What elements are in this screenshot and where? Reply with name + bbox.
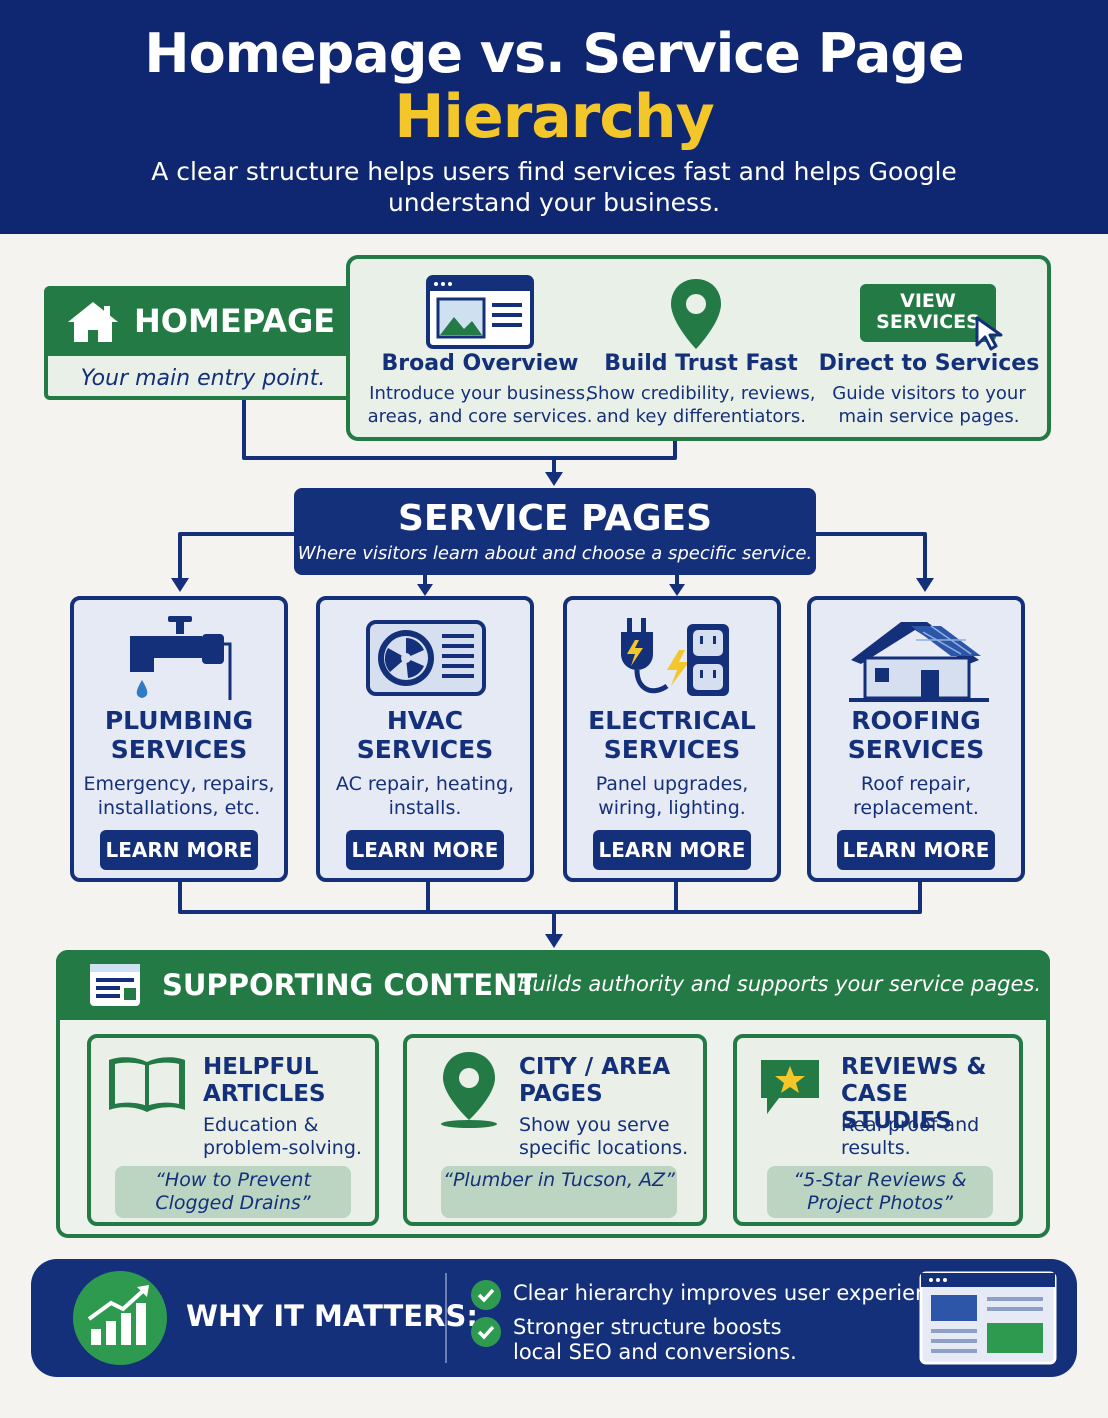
document-icon: [90, 964, 140, 1006]
page-title-highlight: Hierarchy: [394, 82, 715, 152]
feature-build-trust: Build Trust Fast Show credibility, revie…: [586, 351, 816, 428]
learn-more-button[interactable]: LEARN MORE: [837, 830, 995, 870]
feature-direct-to-services: Direct to Services Guide visitors to you…: [814, 351, 1044, 428]
plug-outlet-icon: [621, 618, 729, 696]
supporting-content-panel: SUPPORTING CONTENT Builds authority and …: [56, 950, 1050, 1238]
feature-desc: Introduce your business, areas, and core…: [367, 383, 593, 427]
service-card-desc: Roof repair, replacement.: [853, 773, 979, 819]
supporting-content-header: SUPPORTING CONTENT Builds authority and …: [56, 950, 1050, 1020]
divider: [445, 1273, 447, 1363]
supporting-content-title: SUPPORTING CONTENT: [162, 968, 538, 1002]
support-card-title: REVIEWS & CASE STUDIES: [841, 1054, 987, 1134]
why-point: Stronger structure boosts local SEO and …: [513, 1315, 797, 1364]
homepage-features-panel: VIEW SERVICES Broad Overview Introduce y…: [346, 255, 1051, 441]
why-it-matters-banner: WHY IT MATTERS: Clear hierarchy improves…: [31, 1259, 1077, 1377]
service-card-desc: AC repair, heating, installs.: [335, 773, 515, 819]
learn-more-button[interactable]: LEARN MORE: [100, 830, 258, 870]
learn-more-button[interactable]: LEARN MORE: [593, 830, 751, 870]
check-icon: [471, 1317, 501, 1347]
book-icon: [109, 1057, 185, 1112]
homepage-header: HOMEPAGE: [44, 286, 366, 356]
home-icon: [68, 302, 118, 342]
growth-chart-icon: [73, 1271, 167, 1365]
cursor-icon: [975, 316, 1003, 351]
support-card-example: “Plumber in Tucson, AZ”: [441, 1166, 677, 1218]
support-card-desc: Education & problem-solving.: [203, 1114, 362, 1159]
learn-more-button[interactable]: LEARN MORE: [346, 830, 504, 870]
feature-heading: Build Trust Fast: [604, 351, 798, 376]
header-banner: Homepage vs. Service Page Hierarchy A cl…: [0, 0, 1108, 234]
homepage-tagline: Your main entry point.: [80, 366, 326, 391]
why-point: Clear hierarchy improves user experience…: [513, 1281, 960, 1305]
feature-heading: Broad Overview: [381, 351, 579, 376]
service-card-title: HVAC SERVICES: [356, 706, 494, 764]
service-card-desc: Emergency, repairs, installations, etc.: [83, 773, 275, 819]
service-card-title: ROOFING SERVICES: [847, 706, 985, 764]
service-card-electrical: ELECTRICAL SERVICES Panel upgrades, wiri…: [563, 596, 781, 882]
support-card-articles: HELPFUL ARTICLES Education & problem-sol…: [87, 1034, 379, 1226]
support-card-example: “5-Star Reviews & Project Photos”: [767, 1166, 993, 1218]
house-roof-icon: [849, 622, 989, 702]
star-speech-icon: [761, 1060, 819, 1114]
browser-window-icon: [426, 275, 534, 349]
feature-heading: Direct to Services: [818, 351, 1040, 376]
service-card-desc: Panel upgrades, wiring, lighting.: [595, 773, 749, 819]
support-card-title: HELPFUL ARTICLES: [203, 1054, 326, 1107]
supporting-content-subtitle: Builds authority and supports your servi…: [518, 972, 1041, 996]
service-card-hvac: HVAC SERVICES AC repair, heating, instal…: [316, 596, 534, 882]
service-card-title: ELECTRICAL SERVICES: [588, 706, 756, 764]
feature-desc: Show credibility, reviews, and key diffe…: [586, 383, 816, 427]
service-card-title: PLUMBING SERVICES: [104, 706, 254, 764]
faucet-icon: [130, 616, 232, 700]
map-pin-icon: [671, 279, 721, 349]
service-card-roofing: ROOFING SERVICES Roof repair, replacemen…: [807, 596, 1025, 882]
support-card-desc: Show you serve specific locations.: [519, 1114, 689, 1159]
page-subtitle: A clear structure helps users find servi…: [151, 157, 957, 217]
support-card-example: “How to Prevent Clogged Drains”: [115, 1166, 351, 1218]
ac-unit-icon: [366, 620, 486, 696]
support-card-desc: Real proof and results.: [841, 1114, 980, 1159]
feature-desc: Guide visitors to your main service page…: [832, 383, 1026, 427]
feature-broad-overview: Broad Overview Introduce your business, …: [365, 351, 595, 428]
support-card-title: CITY / AREA PAGES: [519, 1054, 671, 1107]
support-card-reviews: REVIEWS & CASE STUDIES Real proof and re…: [733, 1034, 1023, 1226]
support-card-city-pages: CITY / AREA PAGES Show you serve specifi…: [403, 1034, 707, 1226]
service-card-plumbing: PLUMBING SERVICES Emergency, repairs, in…: [70, 596, 288, 882]
service-pages-title: SERVICE PAGES: [397, 498, 713, 539]
page-title: Homepage vs. Service Page: [144, 22, 964, 85]
website-layout-icon: [919, 1271, 1057, 1365]
service-pages-subtitle: Where visitors learn about and choose a …: [297, 543, 813, 564]
service-pages-header: SERVICE PAGES Where visitors learn about…: [294, 488, 816, 575]
map-pin-icon: [441, 1052, 497, 1128]
homepage-label: HOMEPAGE: [134, 302, 336, 340]
view-services-button[interactable]: VIEW SERVICES: [860, 284, 996, 342]
why-it-matters-title: WHY IT MATTERS:: [186, 1299, 478, 1333]
homepage-box: HOMEPAGE Your main entry point.: [44, 286, 366, 400]
check-icon: [471, 1280, 501, 1310]
